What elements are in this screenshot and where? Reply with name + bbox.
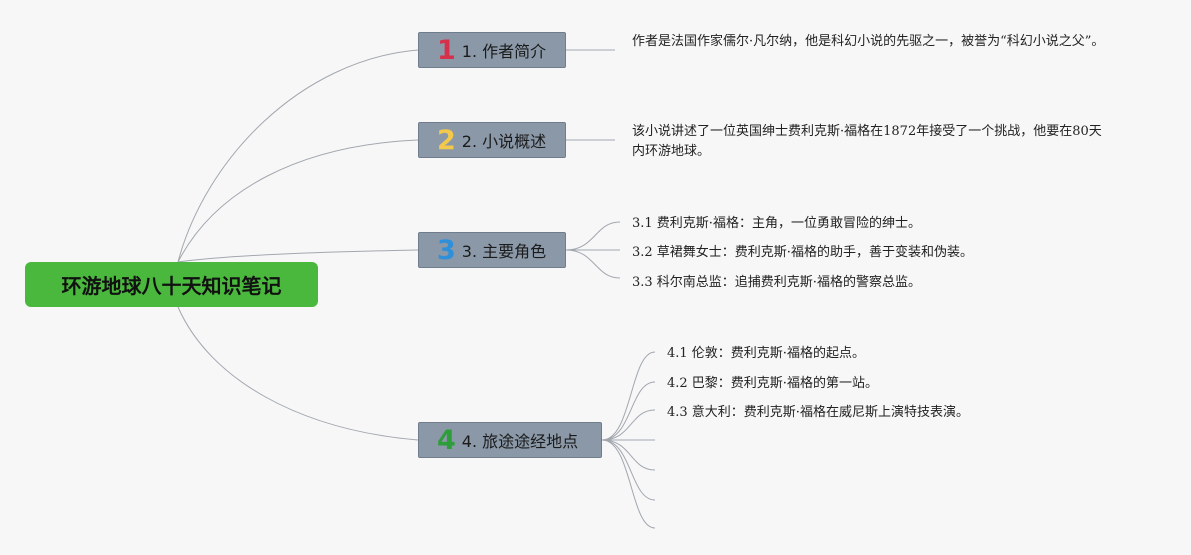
- connector-branch-4-item-6: [601, 439, 656, 501]
- branch-1-topic[interactable]: 1 1. 作者简介: [418, 32, 566, 68]
- connector-branch-3-item-3: [565, 249, 621, 279]
- branch-3-item-1[interactable]: 3.1 费利克斯·福格：主角，一位勇敢冒险的绅士。: [632, 216, 921, 231]
- connector-branch-4-item-2: [601, 381, 656, 441]
- branch-3-item-2[interactable]: 3.2 草裙舞女士：费利克斯·福格的助手，善于变装和伪装。: [632, 245, 973, 260]
- branch-1-label: 1. 作者简介: [461, 42, 547, 61]
- branch-4-item-1[interactable]: 4.1 伦敦：费利克斯·福格的起点。: [667, 346, 865, 361]
- connector-branch-4-item-7: [601, 439, 656, 529]
- connector-branch-4-item-1: [601, 351, 656, 441]
- number-3-icon: 3: [437, 234, 456, 266]
- branch-2-note[interactable]: 该小说讲述了一位英国绅士费利克斯·福格在1872年接受了一个挑战，他要在80天内…: [632, 124, 1102, 159]
- root-topic[interactable]: 环游地球八十天知识笔记: [25, 262, 318, 307]
- branch-2-label: 2. 小说概述: [461, 132, 547, 151]
- connector-branch-3-item-1: [565, 221, 621, 251]
- connector-root-branch-4: [177, 306, 419, 441]
- branch-3-topic[interactable]: 3 3. 主要角色: [418, 232, 566, 268]
- connector-root-branch-3: [177, 249, 419, 263]
- number-1-icon: 1: [437, 34, 456, 66]
- branch-4-item-2[interactable]: 4.2 巴黎：费利克斯·福格的第一站。: [667, 376, 878, 391]
- connector-branch-4-item-3: [601, 409, 656, 441]
- connector-branch-4-item-5: [601, 439, 656, 471]
- branch-1-note[interactable]: 作者是法国作家儒尔·凡尔纳，他是科幻小说的先驱之一，被誉为“科幻小说之父”。: [632, 34, 1105, 49]
- number-4-icon: 4: [437, 424, 456, 456]
- branch-2-topic[interactable]: 2 2. 小说概述: [418, 122, 566, 158]
- number-2-icon: 2: [437, 124, 456, 156]
- branch-3-label: 3. 主要角色: [461, 242, 547, 261]
- connector-root-branch-1: [177, 49, 419, 263]
- connector-root-branch-2: [177, 139, 419, 263]
- branch-4-item-3[interactable]: 4.3 意大利：费利克斯·福格在威尼斯上演特技表演。: [667, 405, 969, 420]
- branch-4-label: 4. 旅途途经地点: [461, 432, 579, 451]
- branch-3-item-3[interactable]: 3.3 科尔南总监：追捕费利克斯·福格的警察总监。: [632, 275, 921, 290]
- branch-4-topic[interactable]: 4 4. 旅途途经地点: [418, 422, 602, 458]
